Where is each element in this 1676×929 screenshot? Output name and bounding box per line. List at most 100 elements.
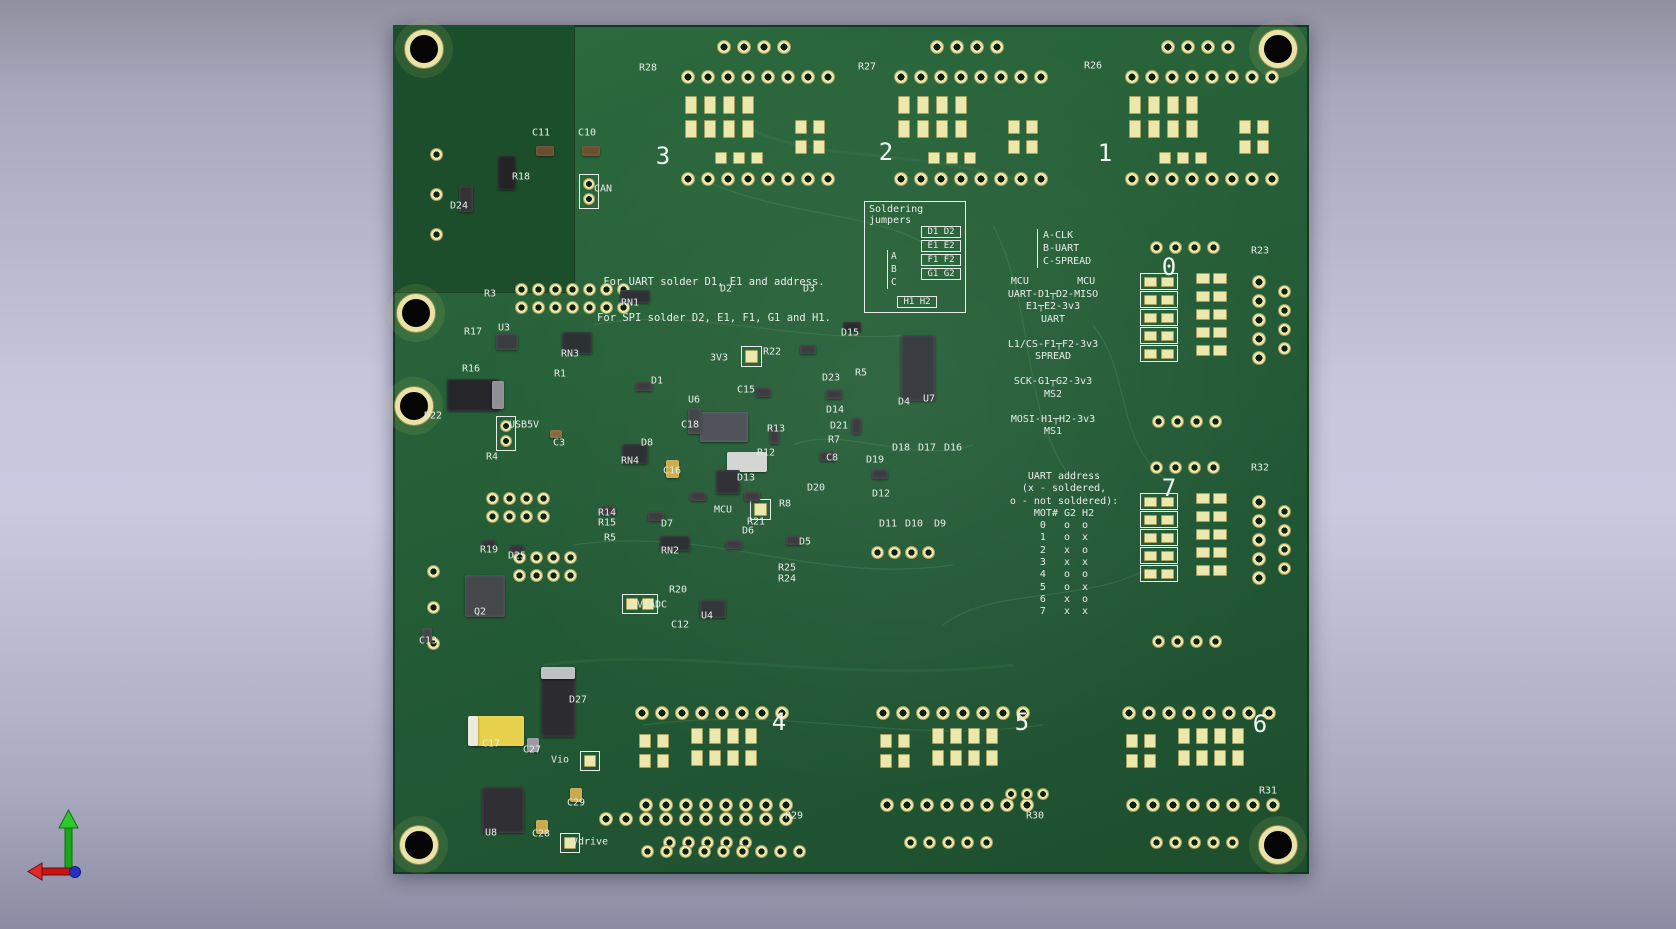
jumper-abc-letter: B [891, 264, 897, 275]
component [482, 540, 496, 548]
through-hole-pad [1037, 788, 1049, 800]
smd-pad [709, 728, 721, 744]
through-hole-pad [549, 301, 562, 314]
axis-y-green[interactable] [58, 808, 79, 871]
silkscreen-label: R12 [756, 447, 776, 459]
silkscreen-label: D12 [871, 488, 891, 500]
jumper-pair-pads [1140, 327, 1178, 344]
pad [1144, 496, 1157, 507]
pad [1161, 568, 1174, 579]
silkscreen-label: C27 [522, 744, 542, 756]
through-hole-pad [619, 812, 633, 826]
through-hole-pad [1225, 70, 1239, 84]
jumper-pair-pads [1140, 565, 1178, 582]
pad [1161, 496, 1174, 507]
smd-pad [742, 120, 754, 138]
axis-x-red[interactable] [27, 862, 73, 881]
smd-pad [639, 734, 651, 748]
signal-map-line: MOSI-H1┬H2-3v3 [1010, 413, 1096, 425]
axis-z-blue[interactable] [69, 866, 81, 878]
through-hole-pad [905, 546, 918, 559]
smd-pad [691, 728, 703, 744]
silkscreen-label: R21 [746, 516, 766, 528]
smd-pad [880, 734, 892, 748]
silkscreen-label: R18 [511, 171, 531, 183]
pad-outline [741, 346, 762, 367]
smd-pad [1214, 750, 1226, 766]
jumper-pair-pads [1140, 511, 1178, 528]
through-hole-pad [1278, 505, 1291, 518]
through-hole-pad [1222, 706, 1236, 720]
through-hole-pad [1226, 836, 1239, 849]
smd-pad [1213, 547, 1227, 558]
smd-pad [626, 598, 638, 610]
smd-pad [1196, 291, 1210, 302]
through-hole-pad [739, 798, 753, 812]
through-hole-pad [1190, 635, 1203, 648]
silkscreen-label: R31 [1258, 785, 1278, 797]
motor-section-number: 6 [1252, 710, 1268, 738]
through-hole-pad [547, 551, 560, 564]
smd-pad [745, 750, 757, 766]
through-hole-pad [755, 845, 768, 858]
through-hole-pad [1252, 294, 1266, 308]
silkscreen-label: 3V3ADC [630, 599, 668, 611]
through-hole-pad [1206, 798, 1220, 812]
pad [1144, 532, 1157, 543]
silkscreen-label: R15 [597, 517, 617, 529]
jumper-pair-label: G1 G2 [921, 268, 961, 280]
silkscreen-label: R20 [668, 584, 688, 596]
silkscreen-label: Vdrive [571, 836, 609, 848]
through-hole-pad [583, 301, 596, 314]
pad [1144, 312, 1157, 323]
through-hole-pad [427, 601, 440, 614]
silkscreen-label: U4 [700, 610, 714, 622]
through-hole-pad [547, 569, 560, 582]
smd-pad [917, 96, 929, 114]
jumper-pair-label: E1 E2 [921, 240, 961, 252]
silkscreen-label: R13 [766, 423, 786, 435]
through-hole-pad [1278, 524, 1291, 537]
smd-pad [1195, 152, 1207, 164]
through-hole-pad [954, 70, 968, 84]
uart-table-line: 4 o o [1039, 569, 1089, 581]
through-hole-pad [880, 798, 894, 812]
pad [1161, 294, 1174, 305]
through-hole-pad [781, 70, 795, 84]
uart-table-line: MOT# G2 H2 [1033, 507, 1095, 519]
smd-pad [754, 503, 767, 516]
smd-pad [1167, 96, 1179, 114]
component [582, 146, 600, 156]
component [550, 430, 562, 438]
through-hole-pad [1225, 172, 1239, 186]
through-hole-pad [777, 40, 791, 54]
component [468, 716, 478, 746]
through-hole-pad [990, 40, 1004, 54]
axis-gizmo[interactable] [26, 808, 116, 888]
jumper-pair-pads [1140, 291, 1178, 308]
smd-pad [880, 754, 892, 768]
smd-pad [813, 140, 825, 154]
smd-pad [946, 152, 958, 164]
through-hole-pad [1146, 798, 1160, 812]
through-hole-pad [1205, 172, 1219, 186]
smd-pad [1239, 120, 1251, 134]
through-hole-pad [1171, 635, 1184, 648]
smd-pad [715, 152, 727, 164]
through-hole-pad [520, 510, 533, 523]
silkscreen-label: D20 [806, 482, 826, 494]
component [492, 381, 504, 409]
through-hole-pad [1278, 285, 1291, 298]
pad-outline [580, 751, 600, 771]
through-hole-pad [583, 193, 595, 205]
smd-pad [898, 120, 910, 138]
silkscreen-label: D7 [660, 518, 674, 530]
silkscreen-label: RN4 [620, 455, 640, 467]
through-hole-pad [980, 836, 993, 849]
through-hole-pad [1278, 342, 1291, 355]
through-hole-pad [1262, 706, 1276, 720]
through-hole-pad [681, 172, 695, 186]
through-hole-pad [1005, 788, 1017, 800]
through-hole-pad [1252, 552, 1266, 566]
